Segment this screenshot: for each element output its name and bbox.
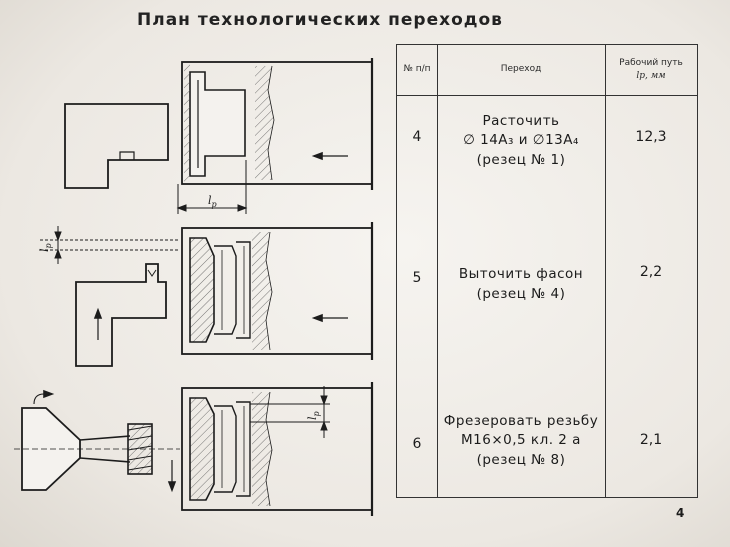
header-path-line1: Рабочий путь (619, 57, 683, 68)
step5-dim-label: lр (38, 243, 53, 252)
row-operation-line: М16×0,5 кл. 2 а (461, 432, 581, 449)
row-operation: Фрезеровать резьбу М16×0,5 кл. 2 а (резе… (437, 397, 605, 485)
table-divider (397, 95, 697, 96)
row-number-text: 4 (412, 128, 422, 145)
row-number: 5 (397, 263, 437, 293)
step5-tool (75, 263, 167, 367)
row-number: 4 (397, 107, 437, 167)
operations-table: № п/п Переход Рабочий путь lр, мм 4 Раст… (396, 44, 698, 498)
header-number: № п/п (397, 45, 437, 95)
step6-workpiece (181, 382, 374, 516)
step4-dim-label: lр (208, 194, 217, 209)
header-path-line2: lр, мм (636, 71, 666, 81)
step5-workpiece (181, 222, 374, 360)
step6-dim-label: lр (306, 411, 321, 420)
row-operation-line: (резец № 1) (476, 151, 566, 168)
row-operation-line: (резец № 8) (476, 451, 566, 468)
row-path: 12,3 (605, 107, 697, 167)
row-number-text: 5 (412, 269, 422, 286)
step5-dimension (40, 226, 180, 264)
page-title: План технологических переходов (137, 10, 503, 30)
row-operation: Выточить фасон (резец № 4) (437, 257, 605, 313)
row-path: 2,1 (605, 425, 697, 455)
step4-tool (64, 103, 169, 189)
row-number-text: 6 (412, 435, 422, 452)
step6-dimension (250, 386, 330, 438)
table-divider (437, 45, 438, 497)
header-operation: Переход (437, 45, 605, 95)
table-divider (605, 45, 606, 497)
header-number-text: № п/п (403, 64, 431, 75)
step6-tool (14, 389, 180, 493)
step4-workpiece (181, 58, 374, 190)
row-operation: Расточить ∅ 14А₃ и ∅13А₄ (резец № 1) (437, 105, 605, 177)
page-number: 4 (676, 506, 685, 520)
row-number: 6 (397, 429, 437, 459)
row-path-text: 2,2 (639, 263, 663, 280)
row-operation-line: Фрезеровать резьбу (443, 412, 599, 429)
step4-dimension (176, 160, 248, 214)
row-operation-line: Выточить фасон (458, 266, 584, 283)
header-operation-text: Переход (500, 64, 542, 75)
row-path: 2,2 (605, 257, 697, 287)
header-path: Рабочий путь lр, мм (605, 45, 697, 95)
row-path-text: 12,3 (635, 128, 667, 145)
technical-drawing: lр lр lр (14, 58, 374, 516)
row-path-text: 2,1 (639, 431, 663, 448)
row-operation-line: ∅ 14А₃ и ∅13А₄ (463, 132, 579, 149)
row-operation-line: Расточить (482, 112, 560, 129)
row-operation-line: (резец № 4) (476, 286, 566, 302)
